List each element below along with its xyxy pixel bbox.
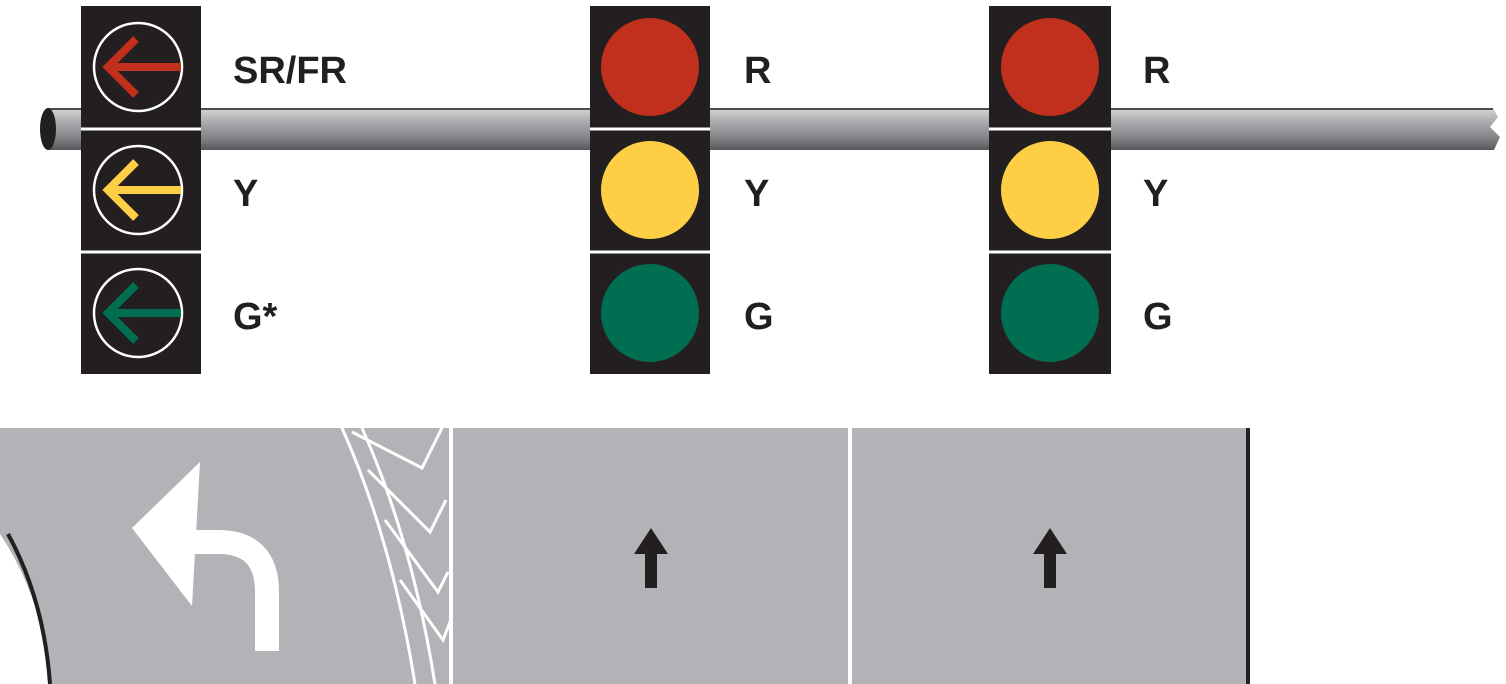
red-ball-icon bbox=[1001, 18, 1099, 116]
signal-1-top-label: SR/FR bbox=[233, 50, 347, 92]
yellow-ball-icon bbox=[601, 141, 699, 239]
roadway bbox=[0, 428, 1250, 684]
signal-3-top-label: R bbox=[1143, 50, 1170, 92]
through-pavement-arrow-icon bbox=[634, 528, 668, 588]
yellow-ball-icon bbox=[1001, 141, 1099, 239]
signal-2-middle-label: Y bbox=[744, 173, 769, 215]
road-edge-curve bbox=[0, 428, 50, 684]
yellow-left-arrow-icon bbox=[92, 144, 184, 236]
red-ball-icon bbox=[601, 18, 699, 116]
signal-1-bottom-label: G* bbox=[233, 296, 278, 338]
red-left-arrow-icon bbox=[92, 21, 184, 113]
signal-head-through-2 bbox=[989, 6, 1111, 374]
left-turn-pavement-arrow-icon bbox=[132, 462, 279, 651]
signal-3-middle-label: Y bbox=[1143, 173, 1168, 215]
signal-2-bottom-label: G bbox=[744, 296, 774, 338]
through-pavement-arrow-icon bbox=[1033, 528, 1067, 588]
signal-head-left-turn bbox=[81, 6, 201, 374]
signal-3-bottom-label: G bbox=[1143, 296, 1173, 338]
mast-arm-end-cap bbox=[40, 108, 56, 150]
green-ball-icon bbox=[1001, 264, 1099, 362]
gore-chevron-striping bbox=[340, 428, 452, 684]
mast-arm bbox=[40, 108, 1500, 150]
signal-2-top-label: R bbox=[744, 50, 771, 92]
signal-head-through-1 bbox=[590, 6, 710, 374]
green-ball-icon bbox=[601, 264, 699, 362]
signal-1-middle-label: Y bbox=[233, 173, 258, 215]
green-left-arrow-icon bbox=[92, 267, 184, 359]
